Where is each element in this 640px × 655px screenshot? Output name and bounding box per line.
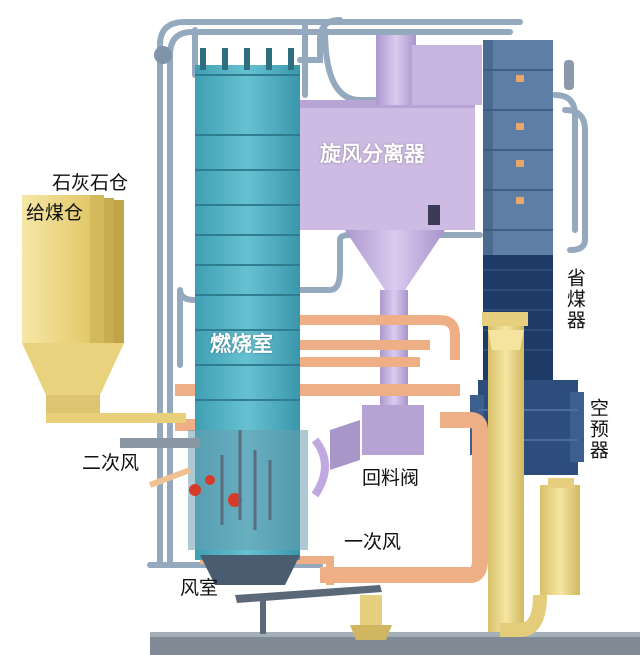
furnace	[188, 48, 308, 585]
windbox-label: 风室	[180, 578, 218, 599]
economizer-label: 省煤器	[563, 268, 585, 331]
loop-seal-label: 回料阀	[362, 468, 419, 489]
backpass-upper	[483, 40, 553, 255]
ground-base	[150, 632, 640, 655]
cyclone-separator	[297, 35, 482, 470]
cyclone-label: 旋风分离器	[320, 143, 425, 166]
coal-conveyor	[235, 585, 392, 640]
primary-air-label: 一次风	[344, 532, 401, 553]
limestone-bin-label: 石灰石仓	[52, 173, 128, 194]
air-preheater-label: 空预器	[586, 398, 608, 461]
furnace-label: 燃烧室	[210, 333, 273, 356]
secondary-air-label: 二次风	[82, 453, 139, 474]
safety-valve-icon	[564, 60, 574, 90]
coal-bin-label: 给煤仓	[26, 203, 83, 224]
steam-drum-icon	[154, 46, 172, 64]
